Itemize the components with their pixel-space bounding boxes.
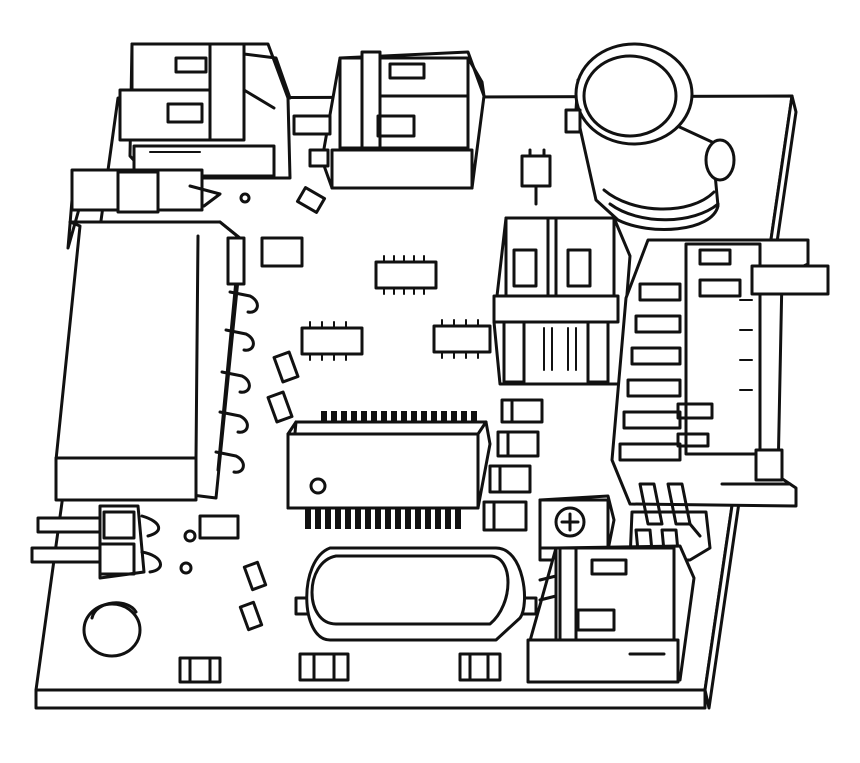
- electrolytic-capacitor: [564, 42, 736, 231]
- connector-right-header: [610, 238, 830, 508]
- chip-pins-bottom: [305, 509, 461, 529]
- trimmer-potentiometer: [538, 494, 616, 562]
- smd-capacitor-left: [260, 236, 304, 424]
- mounting-hole: [82, 601, 142, 658]
- sot-transistor: [520, 148, 552, 206]
- connector-center: [492, 216, 632, 386]
- ic-small-left: [300, 321, 364, 361]
- relay-pins: [214, 236, 259, 474]
- header-pins-left: [30, 504, 162, 580]
- relay-module: [54, 168, 244, 502]
- ic-small-top: [374, 255, 438, 295]
- connector-bottom-right: [526, 544, 696, 684]
- connector-top-middle: [320, 50, 486, 190]
- connector-top-left: [118, 42, 292, 180]
- crystal-oscillator: [294, 546, 538, 682]
- smd-bottom-left: [178, 514, 268, 684]
- chip-pins-top: [321, 411, 477, 423]
- soic-chip: [286, 411, 492, 529]
- ic-small-right: [432, 319, 492, 359]
- smd-stack-right: [482, 398, 544, 532]
- smd-resistor-top: [239, 114, 332, 214]
